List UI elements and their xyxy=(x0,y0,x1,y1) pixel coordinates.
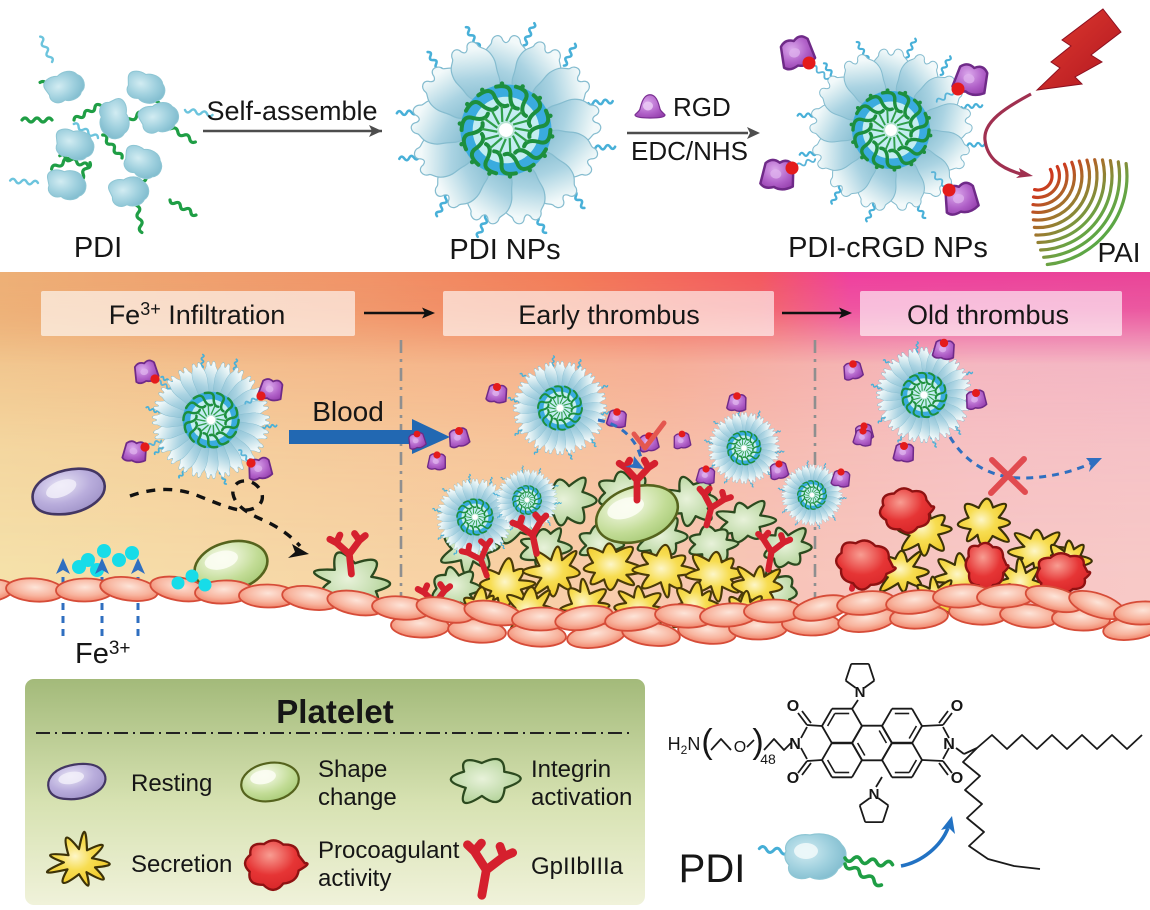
svg-text:Procoagulant: Procoagulant xyxy=(318,837,460,864)
svg-text:change: change xyxy=(318,784,397,811)
svg-text:O: O xyxy=(787,770,799,787)
svg-text:Fe3+ Infiltration: Fe3+ Infiltration xyxy=(109,299,286,330)
svg-text:Blood: Blood xyxy=(312,396,384,427)
svg-text:Integrin: Integrin xyxy=(531,756,611,783)
svg-text:O: O xyxy=(951,770,963,787)
svg-text:H2N: H2N xyxy=(668,734,701,757)
svg-text:Early thrombus: Early thrombus xyxy=(518,300,700,330)
svg-text:N: N xyxy=(789,736,801,753)
svg-text:O: O xyxy=(787,698,799,715)
svg-text:N: N xyxy=(869,786,880,803)
svg-text:RGD: RGD xyxy=(673,92,731,122)
svg-text:PAI: PAI xyxy=(1097,237,1140,268)
svg-text:activation: activation xyxy=(531,784,632,811)
svg-text:Shape: Shape xyxy=(318,756,387,783)
svg-text:PDI: PDI xyxy=(74,232,122,264)
svg-text:PDI NPs: PDI NPs xyxy=(449,234,560,266)
svg-text:N: N xyxy=(855,684,866,701)
svg-text:O: O xyxy=(951,698,963,715)
svg-text:48: 48 xyxy=(760,751,776,767)
svg-text:Platelet: Platelet xyxy=(276,693,393,730)
svg-text:Secretion: Secretion xyxy=(131,851,232,878)
svg-text:activity: activity xyxy=(318,865,391,892)
svg-text:Fe3+: Fe3+ xyxy=(75,638,131,670)
svg-text:O: O xyxy=(734,739,746,756)
svg-text:(: ( xyxy=(701,723,713,761)
svg-text:PDI: PDI xyxy=(679,847,746,891)
svg-text:GpIIbIIIa: GpIIbIIIa xyxy=(531,853,624,880)
svg-text:EDC/NHS: EDC/NHS xyxy=(631,136,748,166)
svg-text:Old thrombus: Old thrombus xyxy=(907,300,1069,330)
svg-text:): ) xyxy=(752,723,763,761)
svg-text:N: N xyxy=(943,736,955,753)
svg-text:Resting: Resting xyxy=(131,770,212,797)
svg-text:PDI-cRGD NPs: PDI-cRGD NPs xyxy=(788,232,988,264)
svg-text:Self-assemble: Self-assemble xyxy=(206,96,377,126)
